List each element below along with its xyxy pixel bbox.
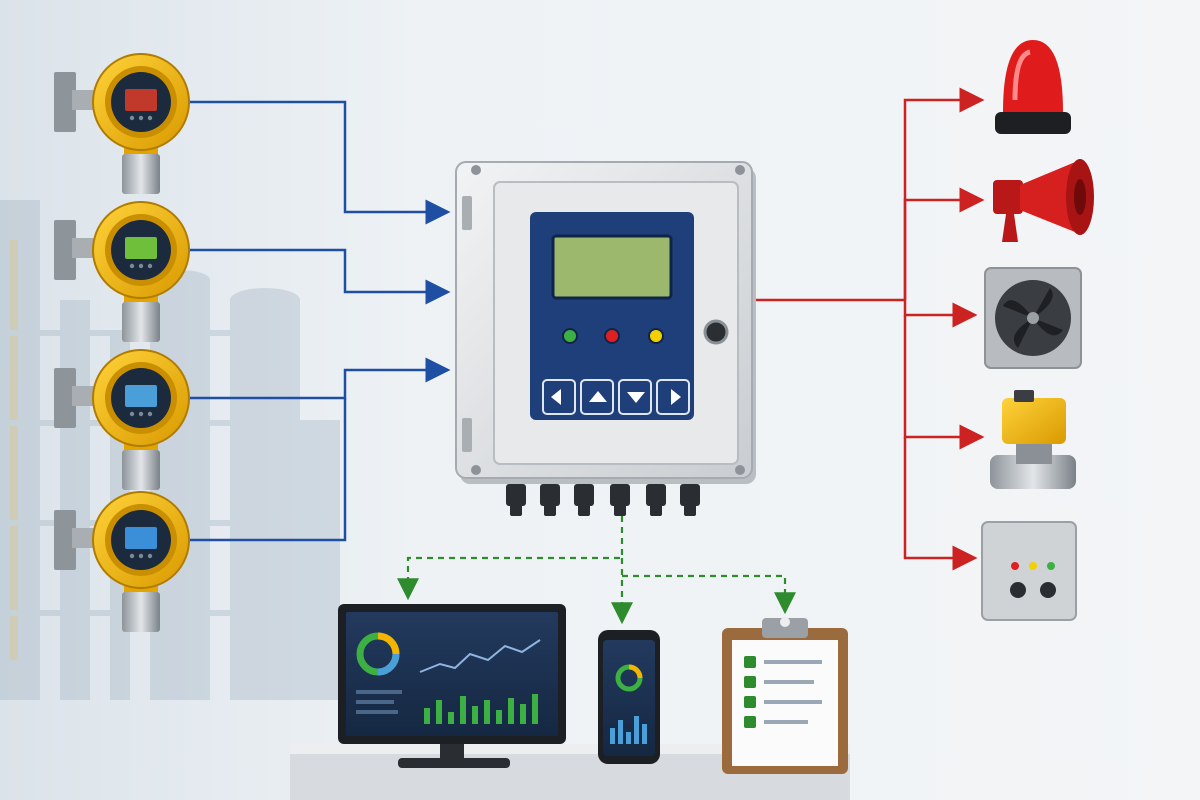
sensor-head: [122, 154, 160, 194]
yellow-led: [648, 328, 664, 344]
sensor-display: [125, 237, 157, 259]
shutoff-valve-icon: [990, 390, 1076, 489]
alarm-output-lines: [756, 87, 985, 571]
gas-detector-4: [54, 491, 190, 632]
sensor-head: [122, 302, 160, 342]
left-arrow-key[interactable]: [542, 379, 576, 415]
hinge-top: [462, 196, 472, 230]
red-led: [604, 328, 620, 344]
sensor-signal-lines: [190, 100, 451, 542]
controller-lcd-display: [551, 234, 673, 300]
gas-controller-unit: [455, 161, 756, 516]
beacon-light-icon: [995, 40, 1071, 134]
sensor-head: [122, 450, 160, 490]
control-station-icon: [981, 521, 1077, 621]
mounting-bracket: [54, 368, 76, 428]
sensor-display: [125, 527, 157, 549]
desktop-monitor-icon: [338, 604, 566, 768]
exhaust-fan-icon: [984, 267, 1082, 369]
gas-detector-1: [54, 53, 190, 194]
sensor-head: [122, 592, 160, 632]
right-arrow-key[interactable]: [656, 379, 690, 415]
up-arrow-key[interactable]: [580, 379, 614, 415]
horn-speaker-icon: [993, 159, 1094, 242]
industrial-plant-background: [0, 200, 360, 700]
mounting-bracket: [54, 510, 76, 570]
data-output-lines: [397, 516, 796, 625]
hinge-bottom: [462, 418, 472, 452]
gas-detector-2: [54, 201, 190, 342]
key-lock-icon: [703, 319, 729, 345]
report-clipboard-icon: [722, 617, 848, 774]
mounting-bracket: [54, 220, 76, 280]
mounting-bracket: [54, 72, 76, 132]
gas-detector-3: [54, 349, 190, 490]
smartphone-icon: [598, 630, 660, 764]
sensor-display: [125, 385, 157, 407]
sensor-display: [125, 89, 157, 111]
down-arrow-key[interactable]: [618, 379, 652, 415]
cable-glands: [506, 484, 700, 516]
green-led: [562, 328, 578, 344]
